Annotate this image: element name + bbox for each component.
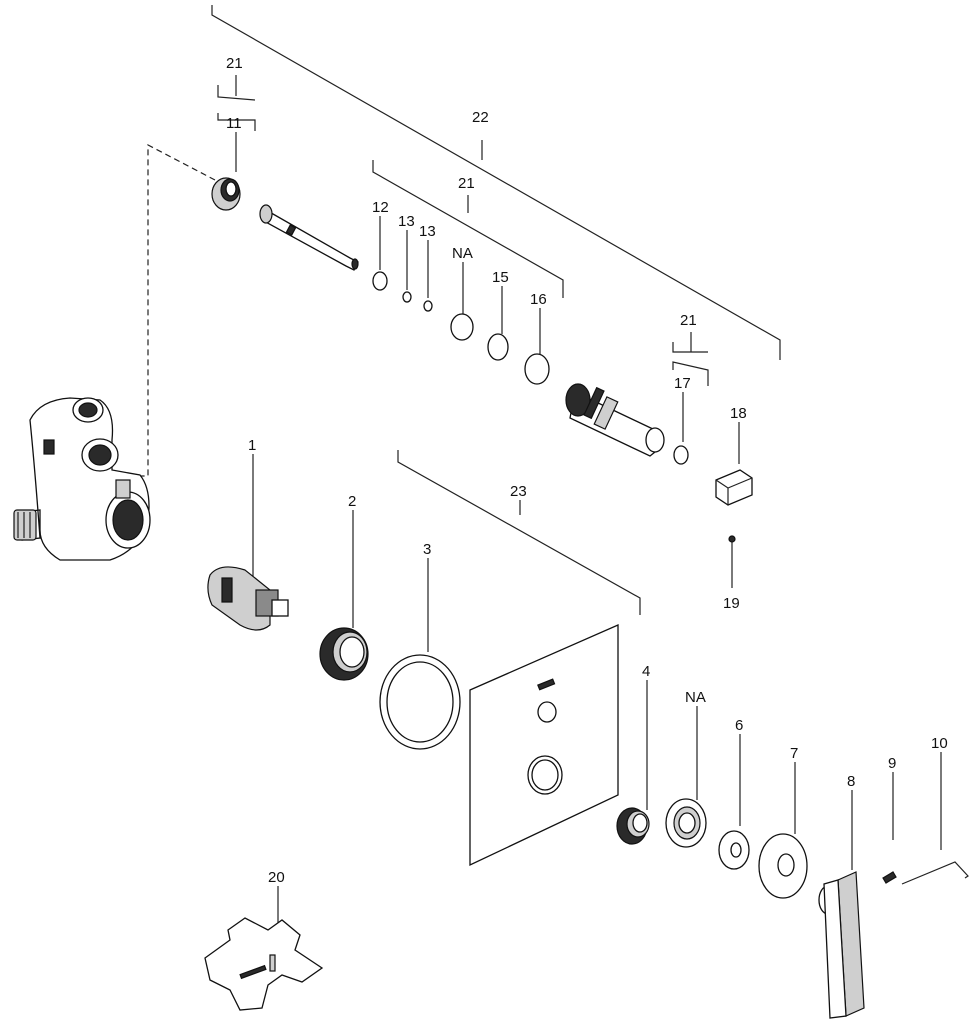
part-4-nut [616, 807, 650, 845]
label-17: 17 [674, 375, 691, 392]
label-10: 10 [931, 735, 948, 752]
valve-body [13, 397, 151, 561]
part-17-ring [673, 445, 689, 465]
label-13-b: 13 [419, 223, 436, 240]
part-9-set-screw [882, 871, 897, 884]
part-10-hex-key [901, 861, 969, 885]
part-19-ball [728, 535, 736, 543]
label-11: 11 [226, 115, 242, 132]
label-na-bottom: NA [685, 689, 706, 706]
label-7: 7 [790, 745, 798, 762]
part-7-rosette [758, 833, 808, 899]
label-21-right: 21 [680, 312, 697, 329]
part-11-nut [211, 177, 241, 211]
part-20-mounting-template [204, 917, 324, 1011]
label-6: 6 [735, 717, 743, 734]
label-8: 8 [847, 773, 855, 790]
part-1-cartridge [207, 566, 289, 631]
label-4: 4 [642, 663, 650, 680]
part-23-cover-plate [469, 624, 619, 867]
label-9: 9 [888, 755, 896, 772]
label-2: 2 [348, 493, 356, 510]
part-18-cap [715, 469, 753, 506]
part-labels: 21 11 22 21 12 13 13 NA 15 16 21 17 18 1… [226, 55, 948, 886]
label-20: 20 [268, 869, 285, 886]
o-rings [372, 271, 550, 385]
part-3-gasket [379, 654, 461, 750]
part-2-sleeve [319, 627, 369, 681]
label-15: 15 [492, 269, 509, 286]
label-19: 19 [723, 595, 740, 612]
label-21-middle: 21 [458, 175, 475, 192]
label-16: 16 [530, 291, 547, 308]
label-18: 18 [730, 405, 747, 422]
na-washer [665, 798, 707, 848]
part-6-washer [718, 830, 750, 870]
spindle [259, 204, 359, 271]
label-12: 12 [372, 199, 389, 216]
label-na-top: NA [452, 245, 473, 262]
label-3: 3 [423, 541, 431, 558]
label-1: 1 [248, 437, 256, 454]
part-8-handle [818, 871, 865, 1019]
label-13-a: 13 [398, 213, 415, 230]
label-21-top-left: 21 [226, 55, 243, 72]
diverter-cartridge [565, 383, 665, 457]
label-23: 23 [510, 483, 527, 500]
label-22: 22 [472, 109, 489, 126]
